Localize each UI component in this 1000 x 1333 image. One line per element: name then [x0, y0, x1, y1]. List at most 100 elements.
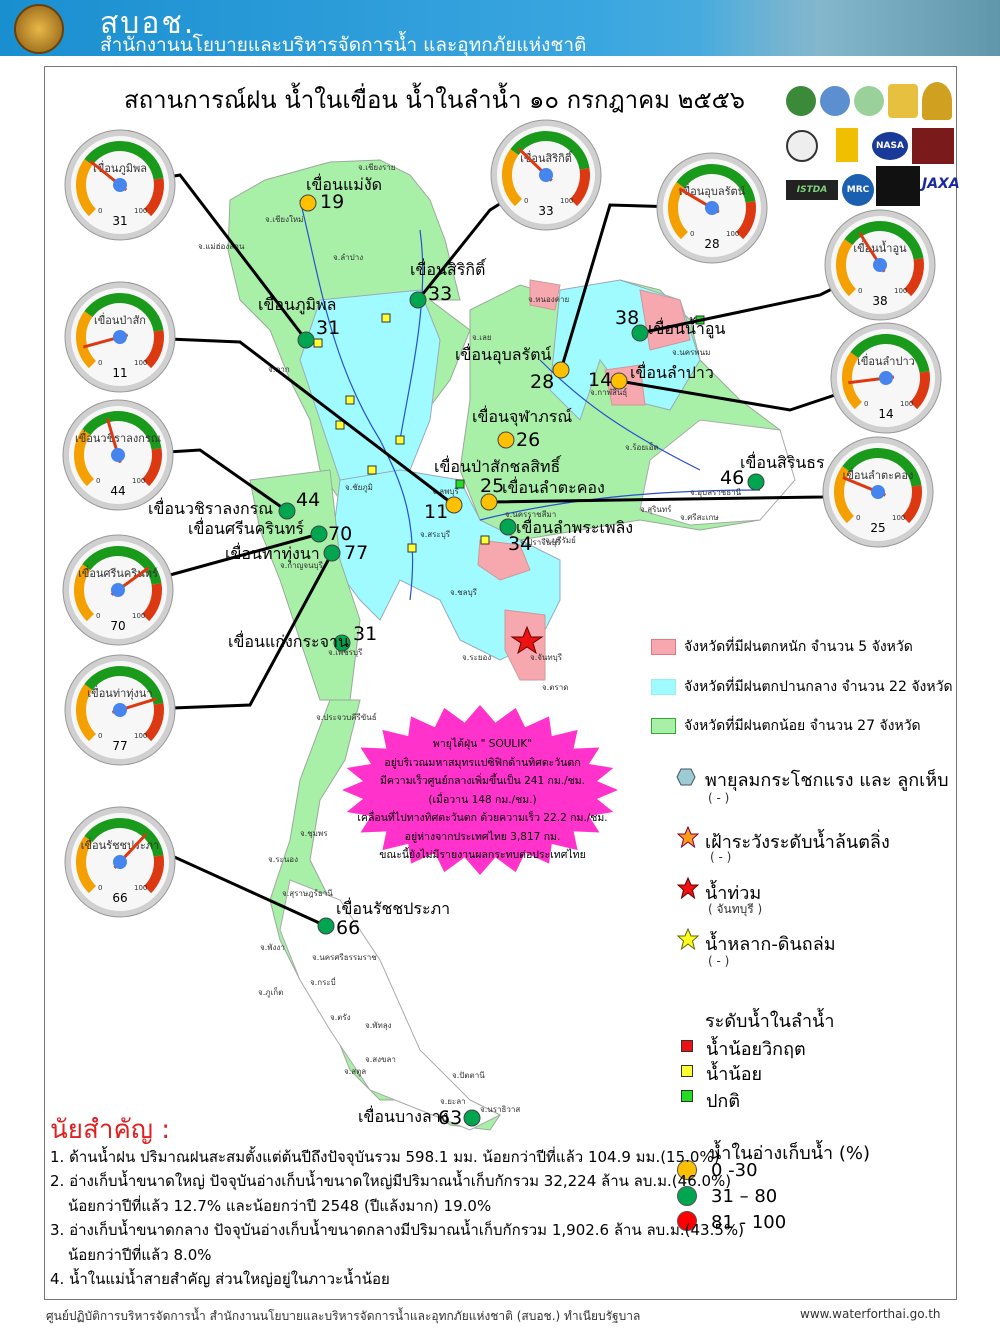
- dam-percent-label: 31: [316, 317, 340, 339]
- gauge-band-low: [502, 149, 523, 207]
- footer-url[interactable]: www.waterforthai.go.th: [800, 1307, 941, 1321]
- province-label: จ.นครพนม: [672, 348, 710, 357]
- gauge-band-high: [141, 583, 162, 622]
- province-label: จ.ระยอง: [462, 653, 491, 662]
- dam-marker[interactable]: [297, 331, 315, 349]
- gauge-max-label: 100: [900, 400, 913, 408]
- province-label: จ.ร้อยเอ็ด: [625, 442, 659, 452]
- note-rivers: 4. น้ำในแม่น้ำสายสำคัญ ส่วนใหญ่อยู่ในภาว…: [50, 1270, 390, 1288]
- dam-marker[interactable]: [631, 324, 649, 342]
- province-label: จ.สตูล: [344, 1067, 366, 1077]
- region-south-lower: [279, 879, 502, 1131]
- river-station-marker[interactable]: [367, 465, 377, 475]
- river-station-marker[interactable]: [480, 535, 490, 545]
- dam-marker[interactable]: [610, 372, 628, 390]
- heavy-rain-swatch: [651, 639, 676, 655]
- government-seal-logo: [14, 4, 64, 54]
- gauge-max-label: 100: [132, 477, 145, 485]
- gauge-min-label: 0: [98, 207, 102, 215]
- storm-burst-icon: [342, 705, 618, 875]
- typhoon-speed: มีความเร็วศูนย์กลางเพิ่มขึ้นเป็น 241 กม.…: [379, 775, 586, 787]
- dam-name-label: เขื่อนศรีนครินทร์: [188, 517, 304, 538]
- dam-marker[interactable]: [317, 917, 335, 935]
- gauge-hub: [539, 168, 553, 182]
- agency-logo-3: [854, 86, 884, 116]
- reservoir-mid-label: 31 – 80: [711, 1186, 778, 1207]
- gauge-max-label: 100: [726, 230, 739, 238]
- gauge-band-mid: [82, 546, 162, 585]
- gauge-title: เขื่อนน้ำอูน: [853, 240, 907, 255]
- dam-marker[interactable]: [480, 493, 498, 511]
- province-label: จ.ชลบุรี: [450, 588, 478, 597]
- gauge-min-label: 0: [96, 477, 100, 485]
- dam-marker[interactable]: [333, 634, 351, 652]
- province-label: จ.ชุมพร: [300, 829, 328, 838]
- gauge-band-mid: [84, 141, 164, 180]
- gauge-min-label: 0: [98, 732, 102, 740]
- river-station-marker[interactable]: [345, 395, 355, 405]
- province-label: จ.ปัตตานี: [452, 1071, 485, 1080]
- dam-marker[interactable]: [552, 361, 570, 379]
- dam-markers: เขื่อนแม่งัด19เขื่อนสิริกิติ์33เขื่อนภูม…: [148, 173, 825, 1129]
- dam-marker[interactable]: [278, 502, 296, 520]
- flood-star-icon: [510, 625, 544, 655]
- gauge-band-mid: [850, 334, 930, 373]
- river-station-marker[interactable]: [455, 479, 465, 489]
- gauge-band-mid: [842, 448, 922, 487]
- dam-percent-label: 66: [336, 917, 360, 939]
- page-title: สถานการณ์ฝน น้ำในเขื่อน น้ำในลำน้ำ ๑๐ กร…: [124, 86, 746, 114]
- gauge-hub: [879, 371, 893, 385]
- reservoir-mid-swatch: [677, 1186, 697, 1206]
- dam-marker[interactable]: [499, 518, 517, 536]
- dam-marker[interactable]: [323, 544, 341, 562]
- province-label: จ.เชียงใหม่: [265, 215, 303, 224]
- flash-flood-label: น้ำหลาก-ดินถล่ม: [705, 934, 836, 955]
- org-abbreviation: สบอช.: [100, 6, 196, 41]
- gauge-min-label: 0: [856, 514, 860, 522]
- river-station-marker[interactable]: [395, 435, 405, 445]
- orange-star-icon: [677, 826, 699, 848]
- flood-detail: ( จันทบุรี ): [708, 902, 763, 916]
- dam-marker[interactable]: [310, 525, 328, 543]
- red-star-icon: [677, 877, 699, 899]
- dam-marker[interactable]: [463, 1109, 481, 1127]
- dam-marker[interactable]: [299, 194, 317, 212]
- dam-name-label: เขื่อนสิริกิติ์: [410, 258, 487, 279]
- gauge-value: 38: [872, 294, 887, 308]
- dam-marker[interactable]: [409, 291, 427, 309]
- dam-percent-label: 33: [428, 283, 452, 305]
- reservoir-low-swatch: [677, 1160, 697, 1180]
- river-station-marker[interactable]: [335, 420, 345, 430]
- reservoir-low-label: 0 -30: [711, 1160, 758, 1181]
- gauge-value: 77: [112, 739, 127, 753]
- dam-marker[interactable]: [747, 473, 765, 491]
- dam-name-label: เขื่อนลำตะคอง: [502, 476, 605, 497]
- dam-marker[interactable]: [445, 496, 463, 514]
- river-nan: [399, 229, 424, 441]
- dam-percent-label: 31: [353, 623, 377, 645]
- note-large-reservoirs-compare: น้อยกว่าปีที่แล้ว 12.7% และน้อยกว่าปี 25…: [68, 1196, 492, 1215]
- river-station-marker[interactable]: [313, 338, 323, 348]
- gauge-hub: [871, 485, 885, 499]
- normal-swatch: [681, 1090, 693, 1102]
- gauge-value: 25: [870, 521, 885, 535]
- gauge-band-low: [76, 836, 97, 894]
- low-swatch: [681, 1065, 693, 1077]
- river-station-marker[interactable]: [407, 543, 417, 553]
- dam-percent-label: 77: [344, 542, 368, 564]
- gauge-value: 33: [538, 204, 553, 218]
- overflow-watch-detail: ( - ): [710, 850, 732, 864]
- gauge-hub: [113, 703, 127, 717]
- dam-name-label: เขื่อนลำพระเพลิง: [516, 516, 633, 537]
- dam-marker[interactable]: [497, 431, 515, 449]
- province-label: จ.นราธิวาส: [480, 1105, 520, 1114]
- gauge-max-label: 100: [894, 287, 907, 295]
- province-label: จ.ลำปาง: [333, 253, 363, 262]
- dam-name-label: เขื่อนน้ำอูน: [648, 317, 725, 339]
- river-station-marker[interactable]: [381, 313, 391, 323]
